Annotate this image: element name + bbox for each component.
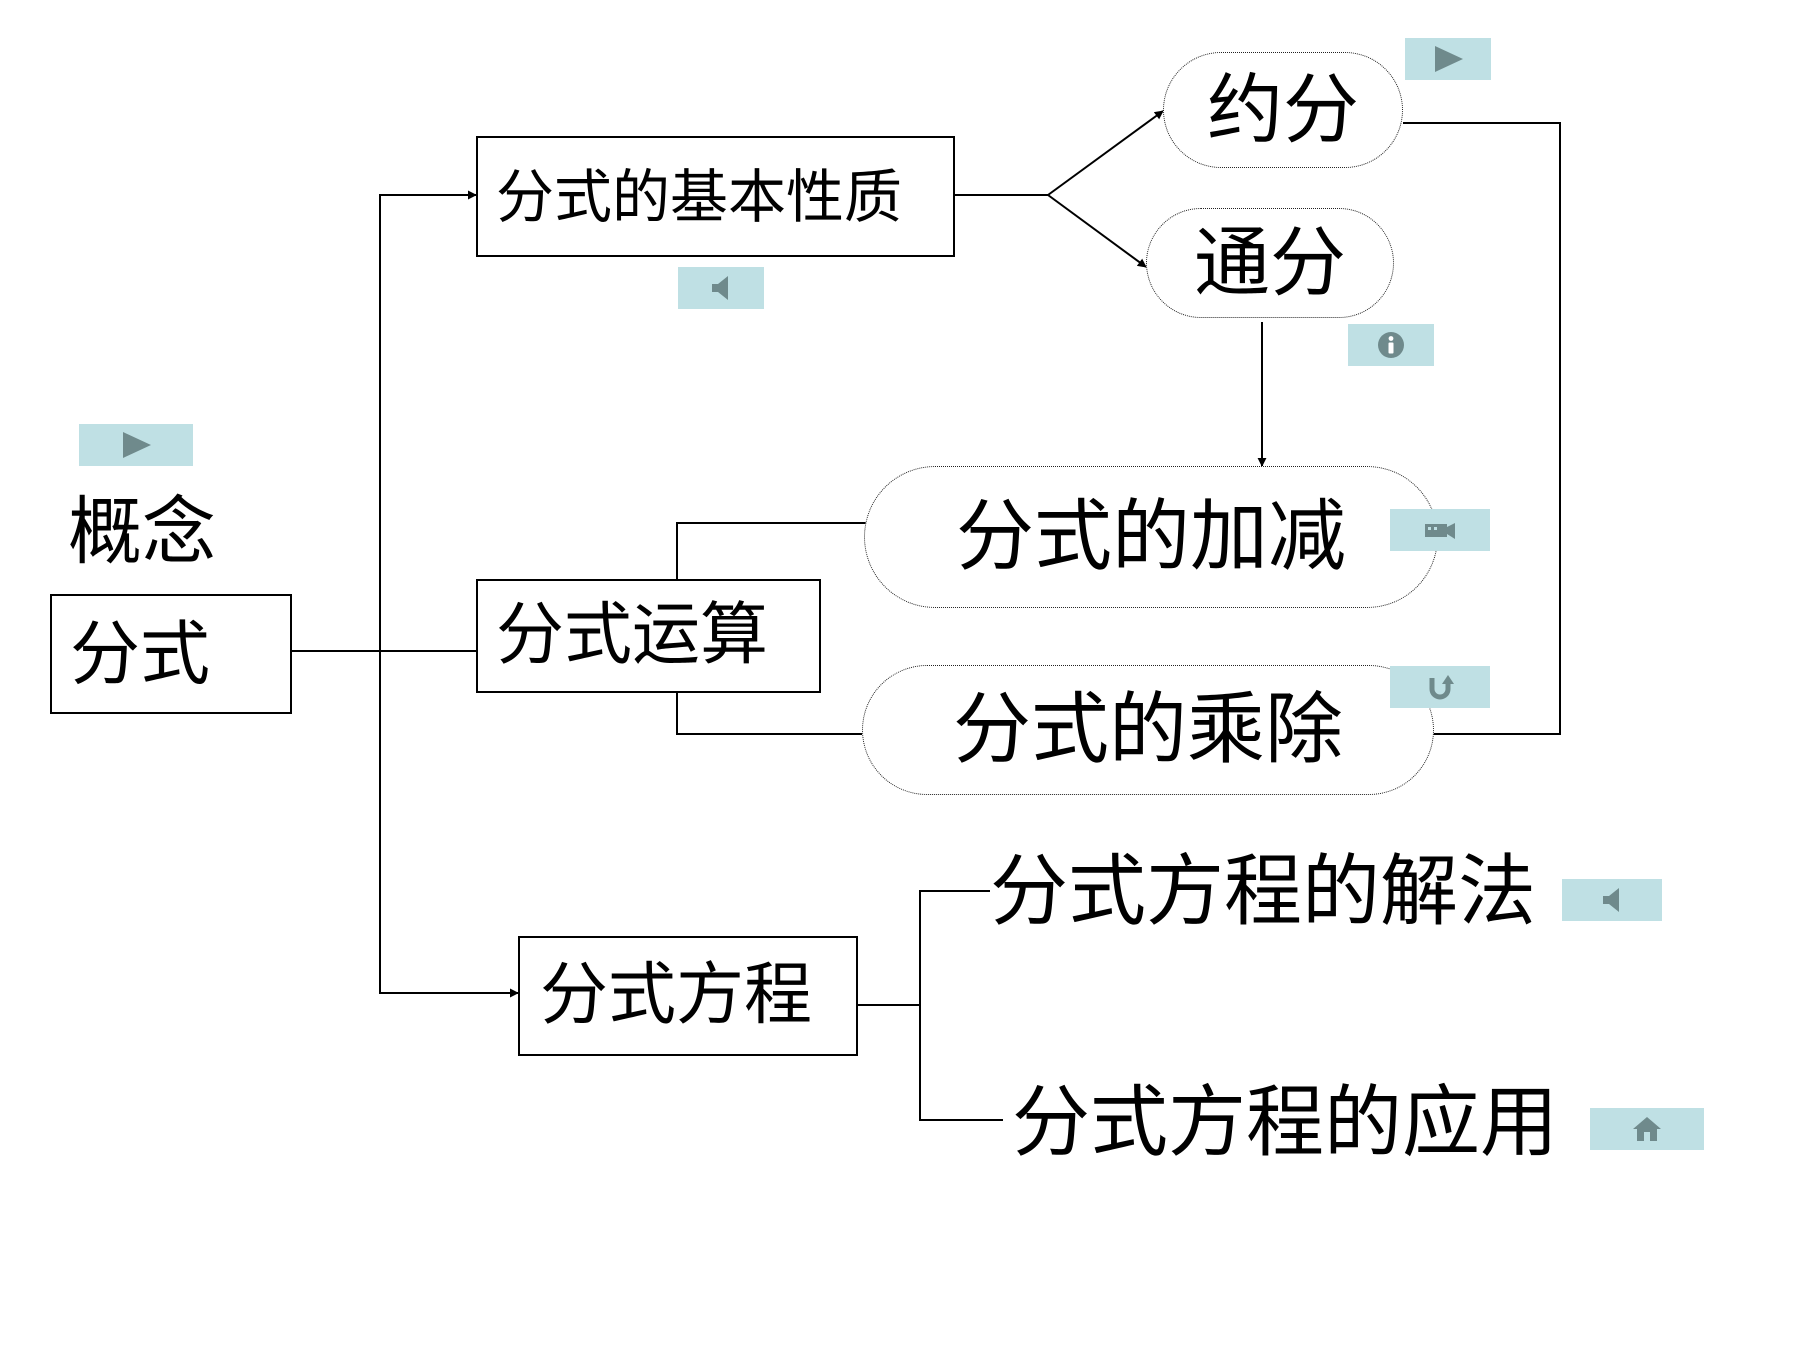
info-icon [1378, 332, 1404, 358]
edge-operations-multiply [676, 693, 862, 735]
node-properties-label: 分式的基本性质 [496, 162, 903, 231]
node-equation-application: 分式方程的应用 [1012, 1078, 1559, 1168]
edge-trunk-properties [379, 190, 477, 651]
node-equation-label: 分式方程 [540, 956, 813, 1035]
return-button[interactable] [1390, 666, 1490, 708]
play-icon [123, 432, 151, 458]
node-root: 分式 [50, 594, 292, 714]
node-operations-label: 分式运算 [496, 596, 769, 675]
return-icon [1429, 675, 1454, 700]
edge-equation-solving [919, 890, 1003, 1121]
play-icon [1435, 46, 1463, 72]
movie-button[interactable] [1390, 509, 1490, 551]
sound-icon [712, 276, 728, 300]
sound-icon [1603, 888, 1619, 912]
node-root-label: 分式 [70, 613, 210, 695]
edge-reduce-multiply [1403, 122, 1561, 739]
node-common-denominator-label: 通分 [1194, 218, 1346, 307]
concept-label: 概念 [68, 489, 216, 575]
node-reduce: 约分 [1163, 52, 1403, 168]
node-add-subtract-label: 分式的加减 [955, 492, 1346, 582]
sound-button[interactable] [678, 267, 764, 309]
node-common-denominator: 通分 [1146, 208, 1394, 318]
edge-split-common [1047, 194, 1147, 268]
movie-icon [1425, 523, 1455, 539]
sound-button[interactable] [1562, 879, 1662, 921]
node-equation: 分式方程 [518, 936, 858, 1056]
info-button[interactable] [1348, 324, 1434, 366]
play-button[interactable] [79, 424, 193, 466]
node-properties: 分式的基本性质 [476, 136, 955, 257]
node-multiply-divide-label: 分式的乘除 [952, 685, 1343, 775]
edge-split-reduce [1047, 110, 1164, 196]
node-multiply-divide: 分式的乘除 [862, 665, 1434, 795]
node-add-subtract: 分式的加减 [864, 466, 1438, 608]
node-reduce-label: 约分 [1207, 65, 1359, 154]
home-icon [1633, 1117, 1661, 1141]
home-button[interactable] [1590, 1108, 1704, 1150]
play-button[interactable] [1405, 38, 1491, 80]
edge-operations-add [676, 522, 868, 579]
node-operations: 分式运算 [476, 579, 821, 693]
node-equation-solving: 分式方程的解法 [990, 847, 1537, 937]
edge-trunk-equation [379, 651, 519, 998]
